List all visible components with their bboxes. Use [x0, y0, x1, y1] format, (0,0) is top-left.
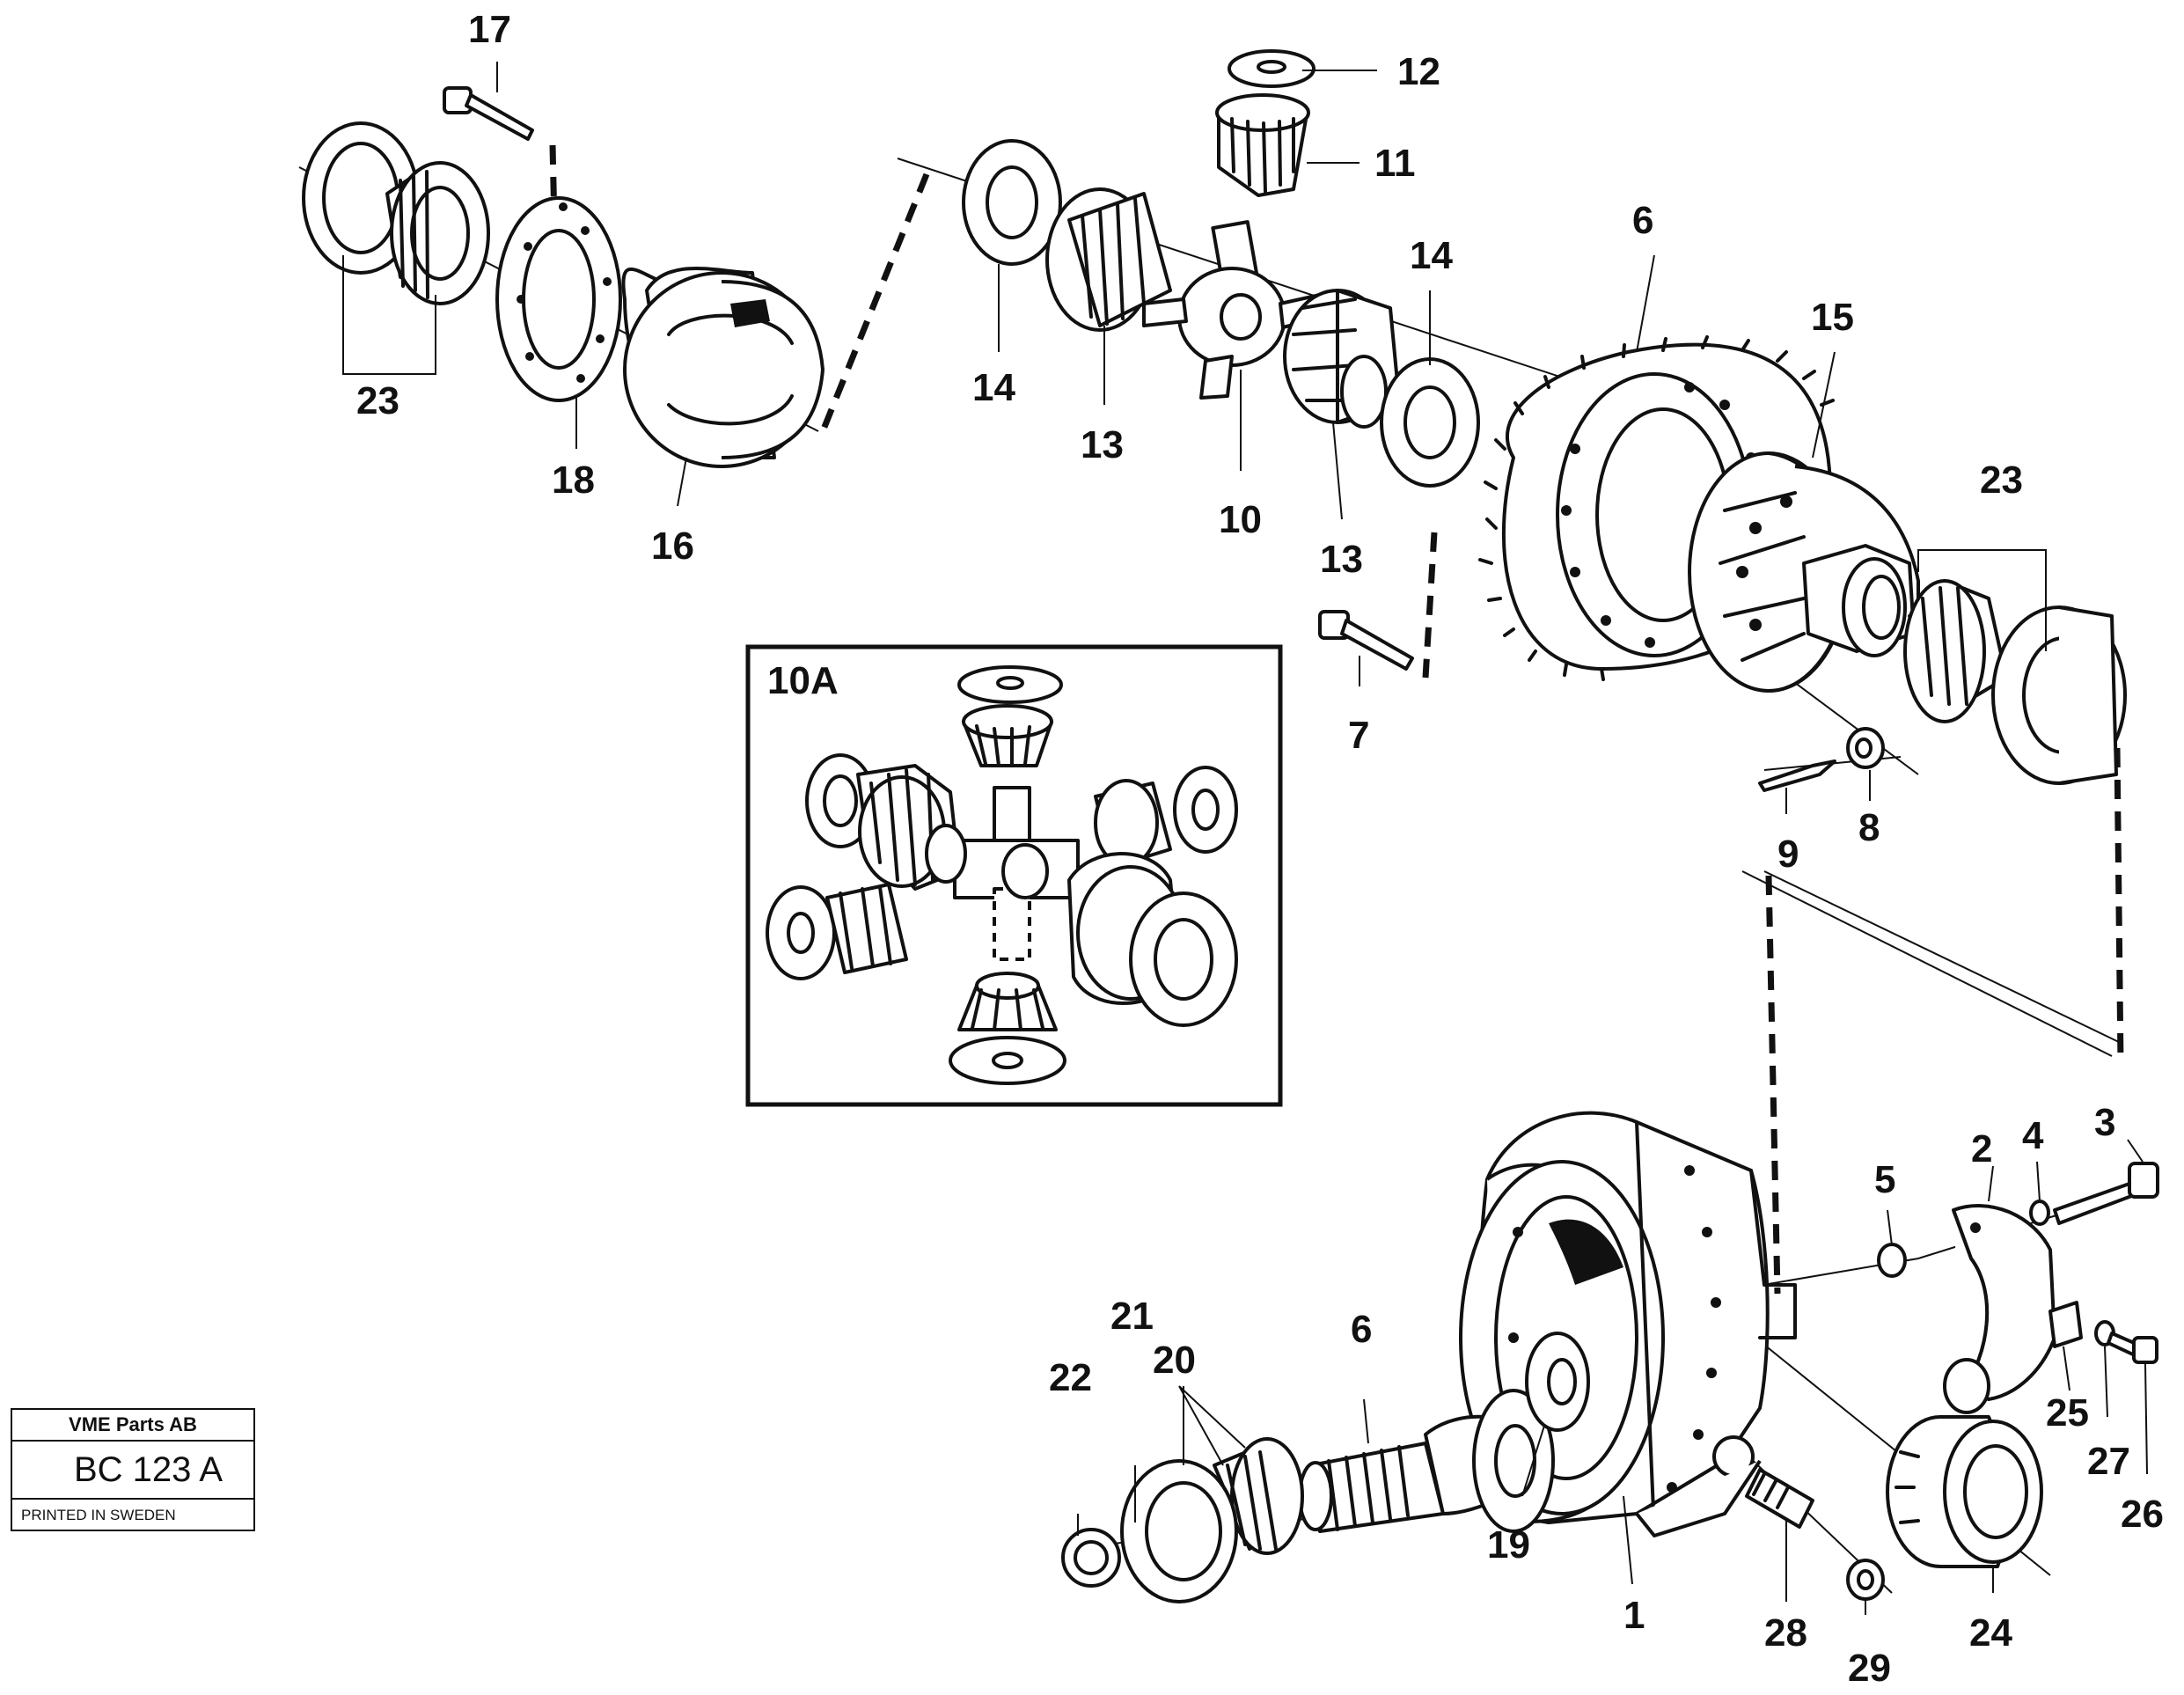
bearing-cap-2 — [1943, 1204, 2056, 1414]
callout-14-right: 14 — [1410, 234, 1453, 277]
diff-case-15 — [1688, 451, 1920, 693]
callout-24: 24 — [1969, 1611, 2012, 1655]
callout-10: 10 — [1219, 498, 1262, 541]
callout-23-left: 23 — [356, 379, 399, 422]
callout-leaders — [342, 62, 2148, 1615]
callout-13-left: 13 — [1081, 423, 1124, 466]
callout-23-right: 23 — [1980, 459, 2023, 502]
printed-note: PRINTED IN SWEDEN — [21, 1507, 176, 1523]
callout-25: 25 — [2046, 1391, 2089, 1435]
adjusting-nut-24 — [1886, 1415, 2043, 1568]
bearing-19 — [1525, 1332, 1590, 1432]
callout-5: 5 — [1874, 1158, 1895, 1201]
callout-16: 16 — [651, 525, 694, 568]
nut-8 — [1846, 727, 1885, 769]
thrust-washer-14-right — [1380, 357, 1480, 488]
bolt-3 — [2053, 1162, 2159, 1225]
flange-18 — [495, 196, 622, 402]
callout-14-left: 14 — [972, 366, 1015, 409]
callout-22: 22 — [1049, 1356, 1092, 1399]
inset-label: 10A — [767, 659, 839, 702]
callout-21: 21 — [1110, 1295, 1154, 1338]
cotter-pin-9 — [1758, 759, 1836, 792]
callout-27: 27 — [2087, 1440, 2130, 1483]
bolt-26 — [2107, 1332, 2158, 1364]
side-gear-13-left — [1045, 187, 1172, 332]
callout-8: 8 — [1858, 806, 1880, 849]
washer-4 — [2029, 1200, 2050, 1226]
title-block: VME Parts AB BC 123 A PRINTED IN SWEDEN — [11, 1408, 255, 1531]
callout-19: 19 — [1487, 1523, 1530, 1567]
callout-29: 29 — [1848, 1647, 1891, 1690]
callout-11: 11 — [1374, 142, 1416, 185]
company-name: VME Parts AB — [12, 1410, 253, 1442]
drive-pinion-6 — [1298, 1389, 1555, 1533]
callout-18: 18 — [552, 459, 595, 502]
bolt-17 — [443, 86, 534, 141]
callout-7: 7 — [1348, 714, 1369, 757]
pinion-gear-11 — [1215, 93, 1310, 197]
callout-17: 17 — [468, 8, 511, 51]
thrust-washer-12 — [1228, 49, 1316, 88]
side-gear-13-right — [1283, 289, 1401, 429]
thrust-washer-14-left — [962, 139, 1062, 266]
inset-10a-box: 10A — [745, 644, 1283, 1107]
callout-numbers: 17 12 11 6 14 15 23 14 18 13 23 10 16 13… — [356, 8, 2164, 1690]
seal-22 — [1061, 1528, 1121, 1588]
callout-9: 9 — [1777, 833, 1799, 876]
bolt-7 — [1318, 610, 1414, 671]
diff-case-16 — [621, 267, 824, 468]
callout-1: 1 — [1623, 1594, 1645, 1637]
drawing-code: BC 123 A — [12, 1442, 253, 1500]
plug-28 — [1745, 1468, 1814, 1529]
callout-2: 2 — [1971, 1127, 1992, 1170]
callout-3: 3 — [2094, 1101, 2115, 1144]
callout-20: 20 — [1153, 1339, 1196, 1382]
lock-plate-25 — [2048, 1301, 2083, 1348]
bearing-20 — [1213, 1437, 1304, 1555]
callout-4: 4 — [2022, 1114, 2044, 1157]
callout-15: 15 — [1811, 296, 1854, 339]
callout-13-right: 13 — [1320, 538, 1363, 581]
sleeve-5 — [1877, 1243, 1907, 1278]
callout-6-top: 6 — [1632, 199, 1653, 242]
bearing-23-right — [1903, 579, 2127, 785]
bearing-23-left — [302, 121, 490, 305]
callout-26: 26 — [2121, 1493, 2164, 1536]
bearing-cup-21 — [1120, 1459, 1238, 1603]
callout-28: 28 — [1764, 1611, 1807, 1655]
nut-29 — [1846, 1559, 1885, 1601]
callout-6-bottom: 6 — [1351, 1308, 1372, 1351]
callout-12: 12 — [1397, 50, 1440, 93]
